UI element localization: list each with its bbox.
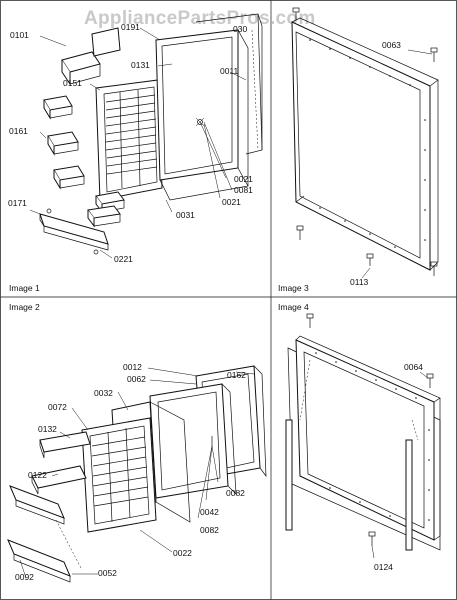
part-label-0082: 0082 [226, 488, 245, 498]
frame3-dots [309, 39, 426, 248]
part-label-0221: 0221 [114, 254, 133, 264]
part-label-0151: 0151 [63, 78, 82, 88]
part-label-0063: 0063 [382, 40, 401, 50]
image4-drawing [285, 313, 441, 559]
part-label-0082-b: 0082 [200, 525, 219, 535]
part-label-0092: 0092 [15, 572, 34, 582]
part-label-0122: 0122 [28, 470, 47, 480]
image3-drawing [291, 7, 439, 279]
image1-labels: 0101 0161 0191 030 0131 0011 0151 0161 0… [8, 22, 253, 264]
part-label-0081: 0081 [234, 185, 253, 195]
part-label-0171: 0171 [8, 198, 27, 208]
image1-caption: Image 1 [9, 283, 40, 293]
part-label-0021-b: 0021 [222, 197, 241, 207]
part-label-0124: 0124 [374, 562, 393, 572]
image4-labels: 0064 0124 [374, 362, 423, 572]
image4-caption: Image 4 [278, 302, 309, 312]
part-label-0012: 0012 [123, 362, 142, 372]
part-label-0032: 0032 [94, 388, 113, 398]
part-label-0011: 0011 [220, 66, 239, 76]
image3-labels: 0063 0113 [350, 40, 401, 287]
part-label-0062: 0062 [127, 374, 146, 384]
image2-drawing [7, 365, 267, 583]
part-label-0113: 0113 [350, 277, 369, 287]
part-label-0022: 0022 [173, 548, 192, 558]
part-label-0021: 0021 [234, 174, 253, 184]
part-label-0131: 0131 [131, 60, 150, 70]
part-label-0031: 0031 [176, 210, 195, 220]
part-label-0052: 0052 [98, 568, 117, 578]
image2-caption: Image 2 [9, 302, 40, 312]
part-label-0161: 0161 [9, 126, 28, 136]
part-label-0064: 0064 [404, 362, 423, 372]
part-label-0162: 0162 [227, 370, 246, 380]
image1-drawing [29, 13, 263, 259]
frame4-dots [315, 352, 430, 521]
part-label-0072: 0072 [48, 402, 67, 412]
part-label-0101: 0101 [10, 30, 29, 40]
part-label-0191: 0191 [121, 22, 140, 32]
part-label-0042: 0042 [200, 507, 219, 517]
liner2-ribs [91, 427, 149, 523]
part-label-0132: 0132 [38, 424, 57, 434]
watermark: AppliancePartsPros.com [84, 8, 316, 29]
image2-labels: 0012 0162 0062 0032 0072 0132 0122 0082 … [15, 362, 246, 582]
image3-caption: Image 3 [278, 283, 309, 293]
liner-shelf-ribs [105, 89, 158, 189]
part-label-030: 030 [233, 24, 247, 34]
